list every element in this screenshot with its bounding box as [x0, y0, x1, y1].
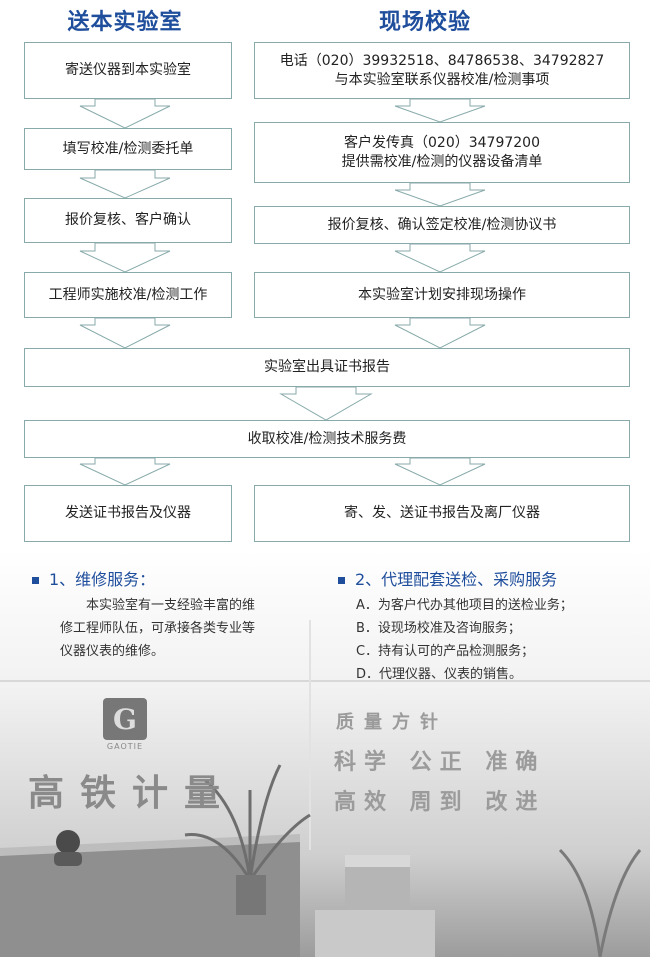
arrow-right-3 [395, 244, 485, 272]
section-2-item-d: D．代理仪器、仪表的销售。 [356, 663, 636, 686]
bullet-icon [32, 577, 39, 584]
final-step-right: 寄、发、送证书报告及离厂仪器 [254, 485, 630, 542]
arrow-left-1 [80, 99, 170, 128]
section-2-item-a: A．为客户代办其他项目的送检业务； [356, 594, 636, 617]
arrow-lower-right [395, 458, 485, 485]
right-step-2-line1: 客户发传真（020）34797200 [344, 134, 540, 153]
svg-text:G: G [113, 703, 137, 736]
arrow-left-2 [80, 170, 170, 198]
arrow-left-3 [80, 243, 170, 272]
section-2-list: A．为客户代办其他项目的送检业务； B．设现场校准及咨询服务； C．持有认可的产… [356, 594, 636, 686]
logo-text: GAOTIE [98, 742, 152, 751]
arrow-right-4 [395, 318, 485, 348]
right-step-4: 本实验室计划安排现场操作 [254, 272, 630, 318]
arrow-right-2 [395, 183, 485, 206]
shared-step-certificate: 实验室出具证书报告 [24, 348, 630, 387]
left-step-1: 寄送仪器到本实验室 [24, 42, 232, 99]
company-sign: 高铁计量 [28, 764, 236, 816]
final-step-left: 发送证书报告及仪器 [24, 485, 232, 542]
bullet-icon [338, 577, 345, 584]
arrow-lower-left [80, 458, 170, 485]
section-1-line-2: 修工程师队伍，可承接各类专业等 [60, 617, 310, 640]
section-1-line-3: 仪器仪表的维修。 [60, 640, 310, 663]
right-step-1: 电话（020）39932518、84786538、34792827 与本实验室联… [254, 42, 630, 99]
logo-g-icon: G [103, 698, 147, 740]
left-step-3: 报价复核、客户确认 [24, 198, 232, 243]
left-step-4: 工程师实施校准/检测工作 [24, 272, 232, 318]
motto-line-1: 科学 公正 准确 [334, 744, 545, 776]
motto-line-2: 高效 周到 改进 [334, 784, 545, 816]
right-step-2: 客户发传真（020）34797200 提供需校准/检测的仪器设备清单 [254, 122, 630, 183]
right-step-1-line1: 电话（020）39932518、84786538、34792827 [280, 52, 605, 71]
company-logo-icon: G [103, 698, 147, 740]
right-step-1-line2: 与本实验室联系仪器校准/检测事项 [335, 71, 550, 90]
section-1-line-1: 本实验室有一支经验丰富的维 [60, 594, 310, 617]
left-step-2: 填写校准/检测委托单 [24, 128, 232, 170]
arrow-center [281, 387, 371, 420]
right-step-3: 报价复核、确认签定校准/检测协议书 [254, 206, 630, 244]
section-2-item-c: C．持有认可的产品检测服务； [356, 640, 636, 663]
motto-title: 质量方针 [336, 708, 448, 734]
shared-step-fee: 收取校准/检测技术服务费 [24, 420, 630, 458]
arrow-right-1 [395, 99, 485, 122]
arrow-left-4 [80, 318, 170, 348]
section-1-text: 本实验室有一支经验丰富的维 修工程师队伍，可承接各类专业等 仪器仪表的维修。 [60, 594, 310, 663]
section-2-title: 2、代理配套送检、采购服务 [338, 566, 557, 590]
section-2-item-b: B．设现场校准及咨询服务； [356, 617, 636, 640]
section-1-title: 1、维修服务： [32, 566, 155, 590]
right-step-2-line2: 提供需校准/检测的仪器设备清单 [342, 153, 543, 172]
